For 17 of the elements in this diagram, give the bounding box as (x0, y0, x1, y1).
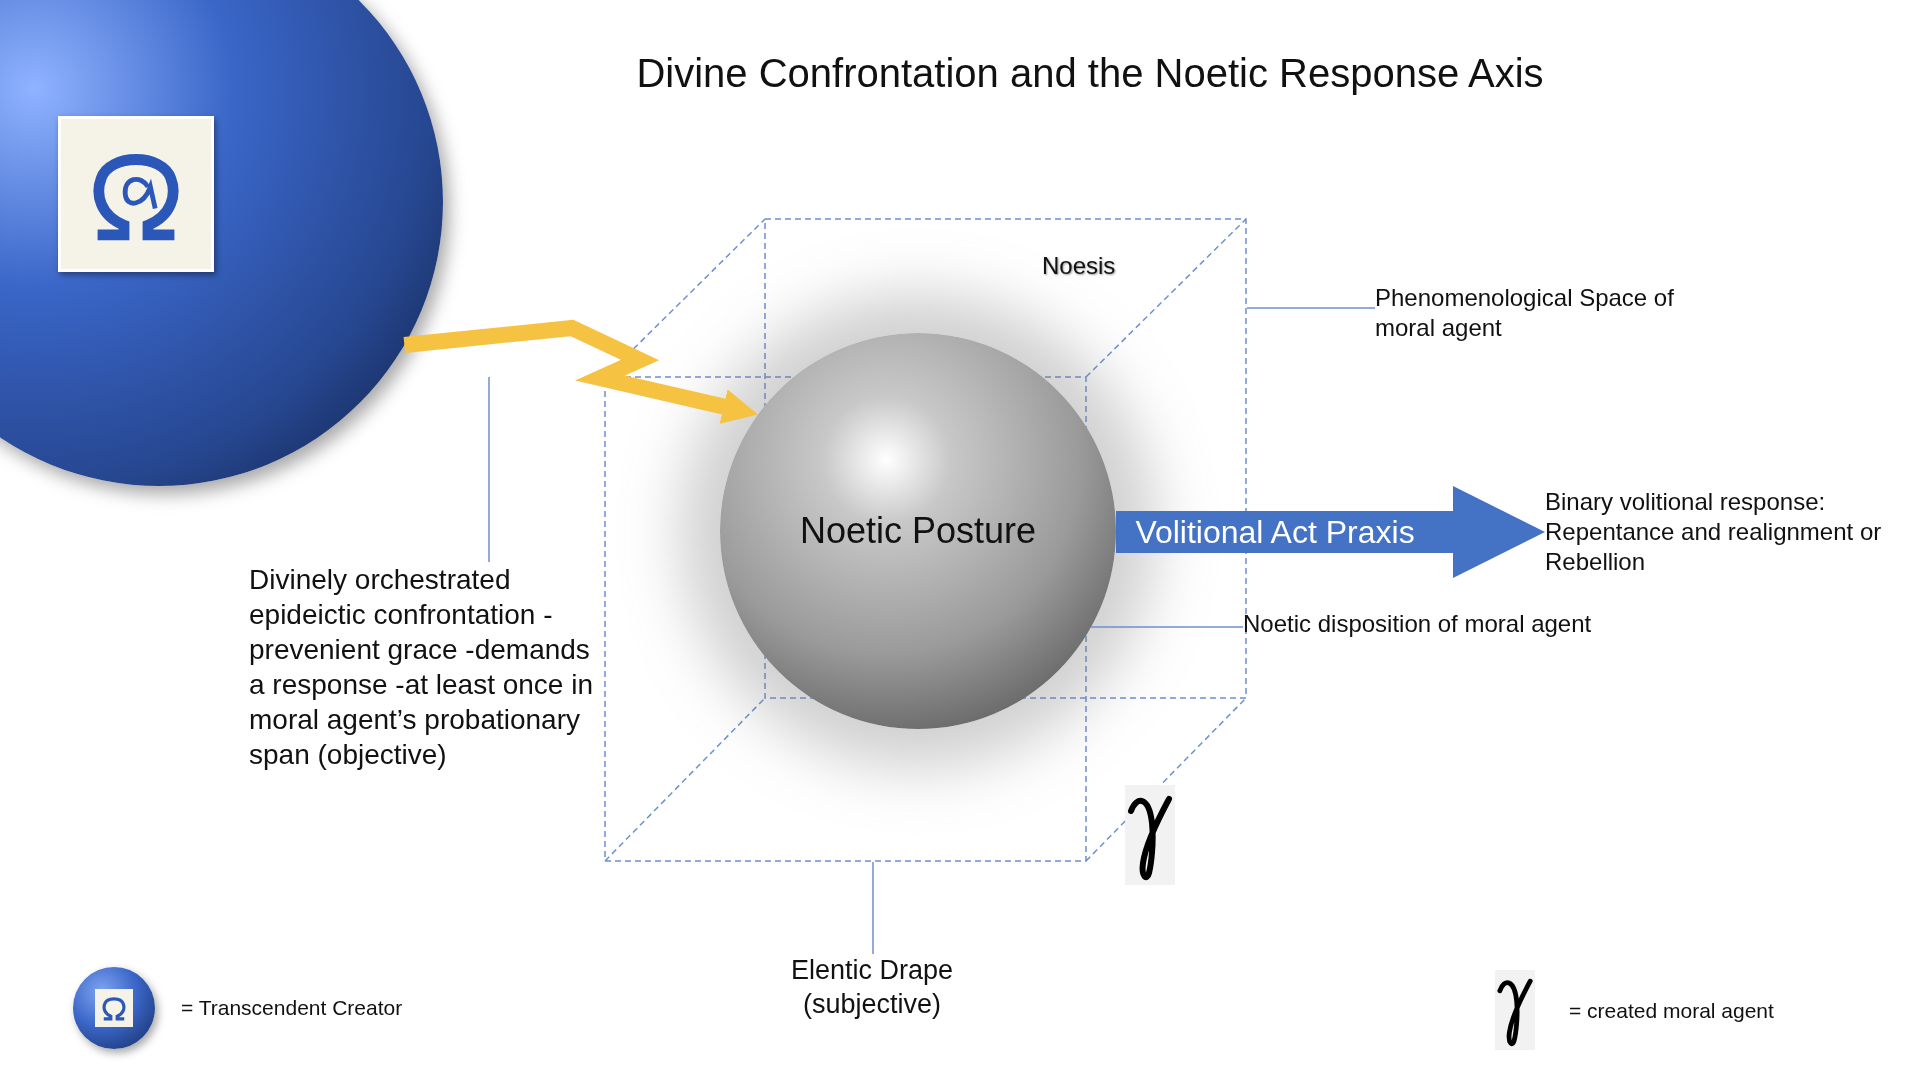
cube-label: Noesis (1042, 252, 1116, 280)
callout-text: Binary volitional response: Repentance and realignment or Rebellion (1545, 487, 1920, 577)
leader-line (488, 376, 490, 563)
leader-line (872, 861, 874, 955)
leader-line (1090, 626, 1244, 628)
leader-line (1246, 307, 1376, 309)
callout-text: Phenomenological Space of moral agent (1375, 283, 1675, 343)
legend-text: = created moral agent (1569, 998, 1774, 1024)
block-arrow (1116, 485, 1545, 579)
edge-label: Volitional Act Praxis (1134, 513, 1416, 552)
callout-text: Elentic Drape (subjective) (772, 954, 972, 1022)
callout-text: Noetic disposition of moral agent (1243, 609, 1643, 639)
legend-text: = Transcendent Creator (181, 995, 403, 1021)
sphere-label: Noetic Posture (799, 510, 1037, 552)
diagram-title: Divine Confrontation and the Noetic Response Axis (635, 50, 1545, 97)
lightning-arrow (403, 319, 758, 424)
callout-text: Divinely orchestrated epideictic confrontation -prevenient grace -demands a response -at least once in moral agent’s probationary span (objective) (249, 562, 594, 772)
